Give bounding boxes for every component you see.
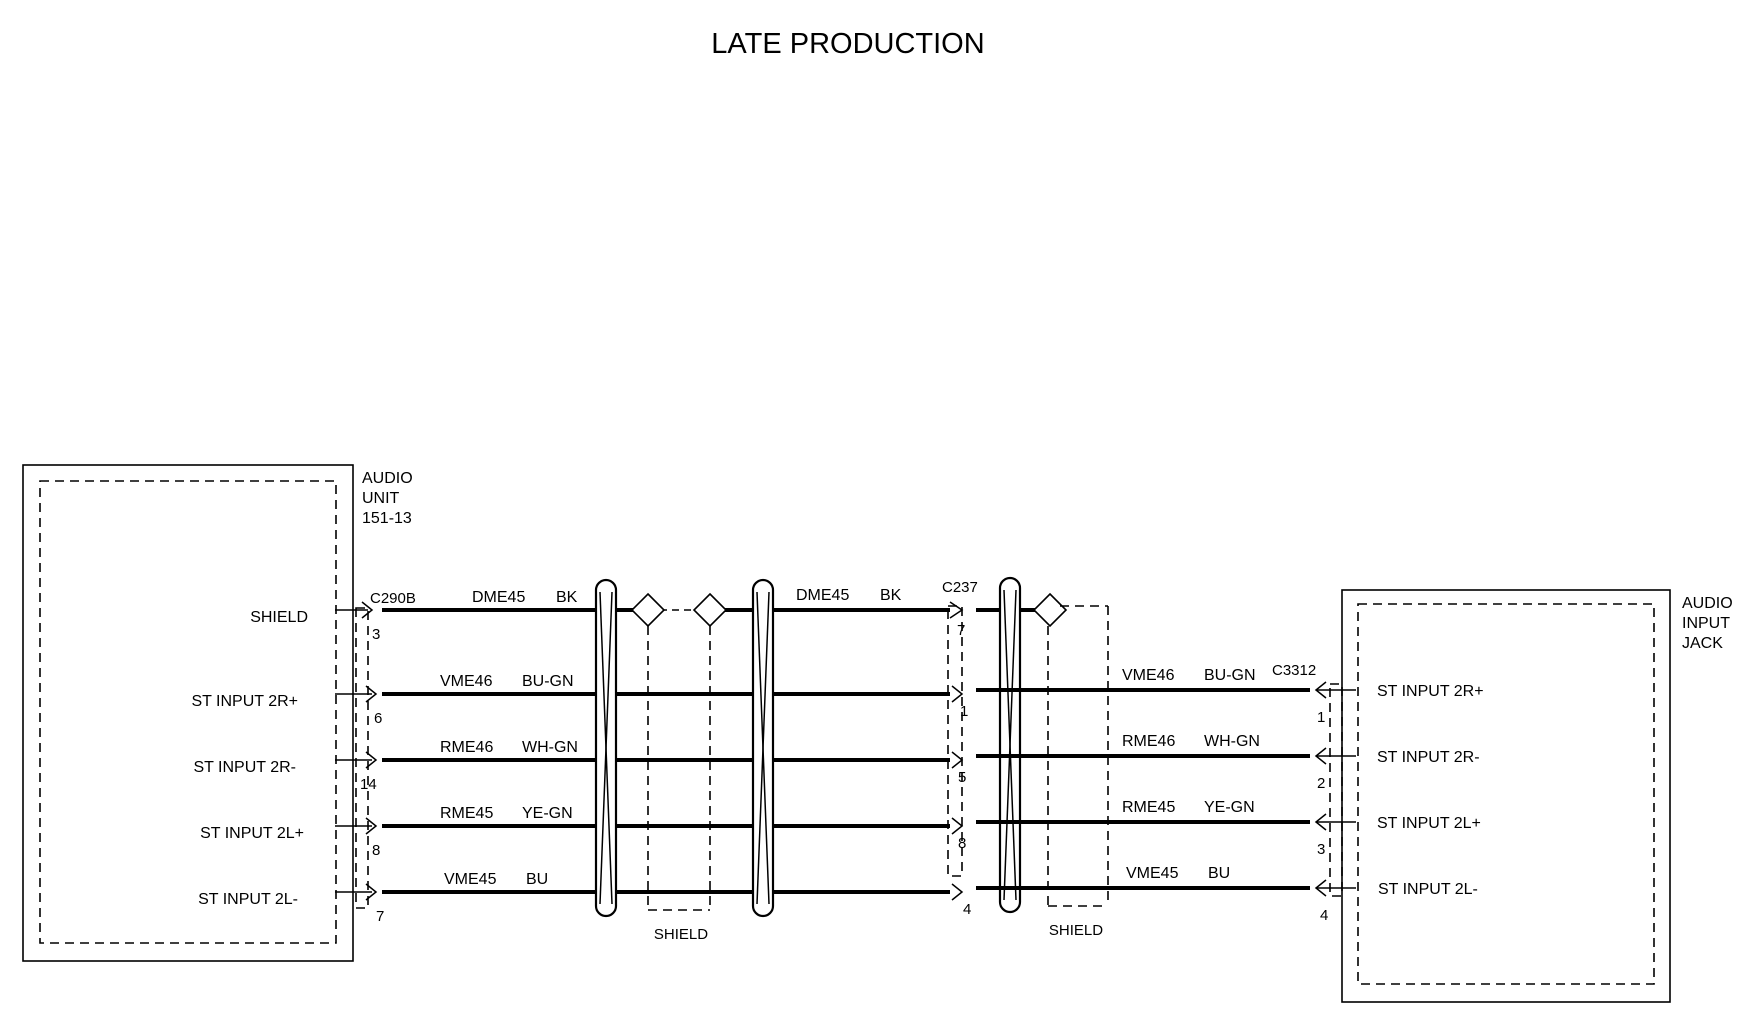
connector-c3312: C3312 1 2 3 4 [1272,662,1343,924]
pin-number: 5 [958,769,966,786]
shield-diamond [630,592,666,628]
left-pin-label: ST INPUT 2R- [193,759,296,776]
audio-input-jack-name-line-2: INPUT [1682,615,1730,632]
twisted-pair-shield-loop-2 [751,578,775,918]
shield-label: SHIELD [654,926,708,943]
wire-circuit-label: RME45 [440,805,493,822]
audio-unit-component: AUDIO UNIT 151-13 SHIELD ST INPUT 2R+ ST… [22,464,413,962]
right-pin-label: ST INPUT 2L+ [1377,815,1481,832]
connector-c237: C237 7 1 5 8 4 [942,579,978,918]
connector-c237-label: C237 [942,579,978,596]
wire-circuit-label: RME45 [1122,799,1175,816]
right-pin-label: ST INPUT 2L- [1378,881,1478,898]
main-wires [382,601,964,901]
pin-number: 3 [372,626,380,643]
left-pin-label: ST INPUT 2L+ [200,825,304,842]
left-pin-label: ST INPUT 2R+ [191,693,298,710]
pin-number: 1 [1317,709,1325,726]
wire-circuit-label: VME46 [440,673,493,690]
twisted-pair-shield-loop-1 [594,578,618,918]
left-terminals [335,601,378,901]
pin-number: 7 [376,908,384,925]
pin-number: 4 [1320,907,1328,924]
wire-labels-right: VME46 BU-GN RME46 WH-GN RME45 YE-GN VME4… [1122,667,1260,882]
wire-color-label: BK [880,587,902,604]
connector-c3312-outline [1329,683,1343,897]
audio-unit-outer-box [22,464,354,962]
right-pin-label: ST INPUT 2R+ [1377,683,1484,700]
left-pin-label: SHIELD [250,609,308,626]
connector-c237-outline [947,605,963,877]
pin-number: 7 [957,622,965,639]
wire-labels-left: DME45 BK VME46 BU-GN RME46 WH-GN RME45 Y… [440,587,902,888]
audio-unit-inner-box [39,480,337,944]
audio-input-jack-name-line-1: AUDIO [1682,595,1733,612]
twisted-pair-shield-loop-3 [998,576,1022,914]
left-pin-label: ST INPUT 2L- [198,891,298,908]
wire-circuit-label: DME45 [796,587,849,604]
pin-number: 2 [1317,775,1325,792]
wire-color-label: BU-GN [522,673,574,690]
connector-c290b: C290B 3 6 14 8 7 [355,590,416,925]
shield-diamond [692,592,728,628]
pin-number: 8 [958,835,966,852]
shield-diamond [1032,592,1068,628]
pin-number: 8 [372,842,380,859]
connector-c3312-label: C3312 [1272,662,1316,679]
wire-circuit-label: RME46 [1122,733,1175,750]
audio-unit-name-line-3: 151-13 [362,510,412,527]
pin-number: 1 [960,703,968,720]
shield-label: SHIELD [1049,922,1103,939]
right-wires [976,688,1310,890]
pin-number: 14 [360,776,377,793]
wire-circuit-label: VME46 [1122,667,1175,684]
pin-number: 4 [963,901,971,918]
connector-c290b-outline [355,607,369,909]
wire-color-label: WH-GN [1204,733,1260,750]
audio-unit-name-line-2: UNIT [362,490,400,507]
audio-input-jack-name-line-3: JACK [1682,635,1723,652]
connector-c290b-label: C290B [370,590,416,607]
wire-color-label: YE-GN [522,805,573,822]
wire-color-label: BK [556,589,578,606]
wire-color-label: BU [1208,865,1230,882]
audio-input-jack-inner-box [1357,603,1655,985]
right-pin-label: ST INPUT 2R- [1377,749,1480,766]
wire-circuit-label: RME46 [440,739,493,756]
audio-input-jack-outer-box [1341,589,1671,1003]
wire-circuit-label: DME45 [472,589,525,606]
audio-input-jack-component: AUDIO INPUT JACK ST INPUT 2R+ ST INPUT 2… [1341,589,1733,1003]
right-terminals [1314,681,1356,897]
wire-color-label: YE-GN [1204,799,1255,816]
wire-color-label: WH-GN [522,739,578,756]
diagram-title: LATE PRODUCTION [711,28,984,60]
pin-number: 6 [374,710,382,727]
shield-drain-2: SHIELD [1032,592,1109,939]
pin-number: 3 [1317,841,1325,858]
wire-color-label: BU-GN [1204,667,1256,684]
shield-drain-1: SHIELD [630,592,728,943]
audio-unit-name-line-1: AUDIO [362,470,413,487]
wire-circuit-label: VME45 [1126,865,1179,882]
wire-color-label: BU [526,871,548,888]
wire-circuit-label: VME45 [444,871,497,888]
